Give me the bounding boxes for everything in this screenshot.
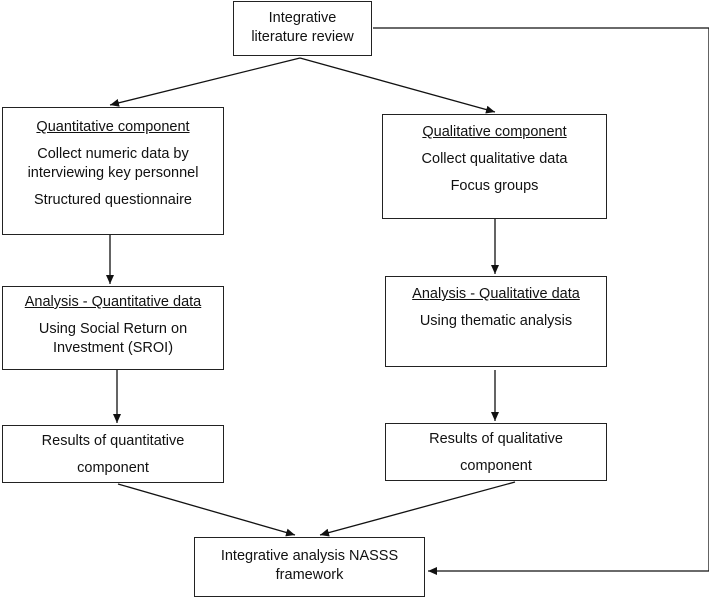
review-line-2: literature review	[251, 29, 354, 45]
quantitative-title: Quantitative component	[36, 119, 190, 135]
arrow-review-to-quantitative	[109, 57, 301, 107]
arrow-review-to-qualitative	[299, 57, 496, 114]
quantitative-line-1: Collect numeric data by	[37, 146, 189, 162]
qualitative-component-box: Qualitative component Collect qualitativ…	[382, 114, 607, 219]
results-qualitative-box: Results of qualitative component	[385, 423, 607, 481]
integrative-analysis-box: Integrative analysis NASSS framework	[194, 537, 425, 597]
results-qualitative-line-2: component	[460, 458, 532, 474]
analysis-quantitative-box: Analysis - Quantitative data Using Socia…	[2, 286, 224, 370]
arrow-results-quant-to-integrative	[117, 483, 296, 537]
quantitative-component-box: Quantitative component Collect numeric d…	[2, 107, 224, 235]
integrative-line-2: framework	[275, 567, 344, 583]
integrative-literature-review-box: Integrative literature review	[233, 1, 372, 56]
qualitative-line-1: Collect qualitative data	[421, 151, 568, 167]
quantitative-line-2: interviewing key personnel	[27, 165, 199, 181]
analysis-quantitative-line-1: Using Social Return on	[38, 321, 188, 337]
qualitative-title: Qualitative component	[422, 124, 567, 140]
results-qualitative-line-1: Results of qualitative	[429, 431, 563, 447]
results-quantitative-line-1: Results of quantitative	[41, 433, 185, 449]
analysis-qualitative-box: Analysis - Qualitative data Using themat…	[385, 276, 607, 367]
analysis-quantitative-line-2: Investment (SROI)	[52, 340, 174, 356]
arrow-review-to-integrative	[373, 27, 709, 575]
results-quantitative-line-2: component	[77, 460, 149, 476]
quantitative-line-3: Structured questionnaire	[34, 192, 192, 208]
results-quantitative-box: Results of quantitative component	[2, 425, 224, 483]
analysis-quantitative-title: Analysis - Quantitative data	[24, 294, 202, 310]
analysis-qualitative-title: Analysis - Qualitative data	[412, 286, 580, 302]
qualitative-line-2: Focus groups	[450, 178, 539, 194]
integrative-line-1: Integrative analysis NASSS	[220, 548, 399, 564]
analysis-qualitative-line-1: Using thematic analysis	[419, 313, 573, 329]
arrow-results-qual-to-integrative	[319, 481, 516, 537]
review-line-1: Integrative	[268, 10, 337, 26]
